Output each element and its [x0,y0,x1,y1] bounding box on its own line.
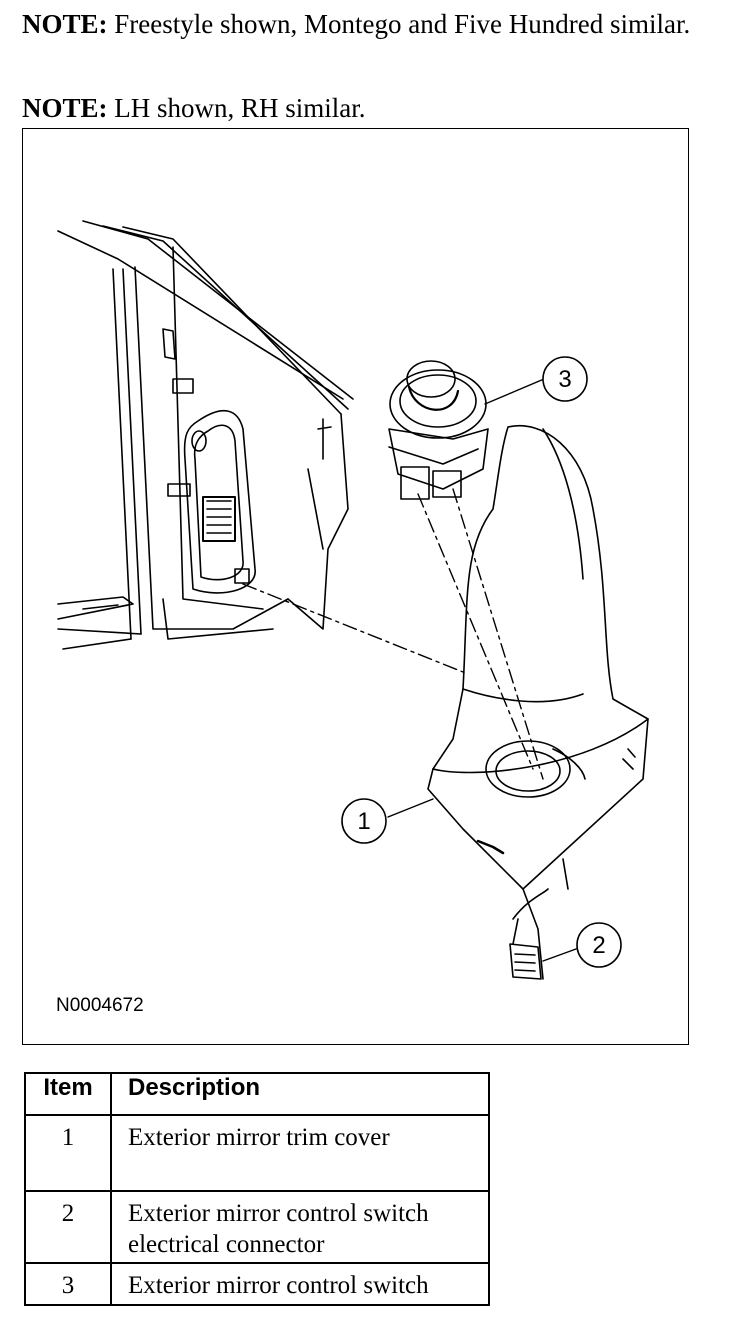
alignment-lines [242,488,544,780]
note-label: NOTE: [22,9,108,39]
callout-1 [341,798,387,844]
leader-lines [387,378,577,962]
trim-cover-drawing [427,425,649,980]
callout-3-label: 3 [558,366,571,393]
item-description-table: Item Description 1 Exterior mirror trim … [24,1072,490,1306]
callout-3 [542,356,588,402]
table-row: 3 Exterior mirror control switch [24,1262,490,1306]
item-number: 1 [24,1114,112,1192]
callout-1-label: 1 [357,808,370,835]
exploded-view-figure: 1 2 3 N0004672 [22,128,689,1045]
callout-2-label: 2 [592,932,605,959]
callout-2 [576,922,622,968]
header-item: Item [24,1072,112,1116]
item-description: Exterior mirror control switch electrica… [110,1190,490,1264]
table-row: 2 Exterior mirror control switch electri… [24,1190,490,1264]
mirror-switch-illustration: 1 2 3 [57,220,649,980]
door-frame-drawing [57,220,354,650]
note-freestyle: NOTE: Freestyle shown, Montego and Five … [22,8,702,41]
header-description: Description [110,1072,490,1116]
item-description: Exterior mirror control switch [110,1262,490,1306]
connector-drawing [509,888,549,980]
note-label: NOTE: [22,93,108,123]
item-number: 3 [24,1262,112,1306]
table-header-row: Item Description [24,1072,490,1116]
control-switch-drawing [388,360,489,500]
note-lh-rh: NOTE: LH shown, RH similar. [22,92,366,125]
note-text: LH shown, RH similar. [107,93,366,123]
table-row: 1 Exterior mirror trim cover [24,1114,490,1192]
figure-id: N0004672 [56,995,144,1016]
note-text: Freestyle shown, Montego and Five Hundre… [107,9,691,39]
item-number: 2 [24,1190,112,1264]
item-description: Exterior mirror trim cover [110,1114,490,1192]
